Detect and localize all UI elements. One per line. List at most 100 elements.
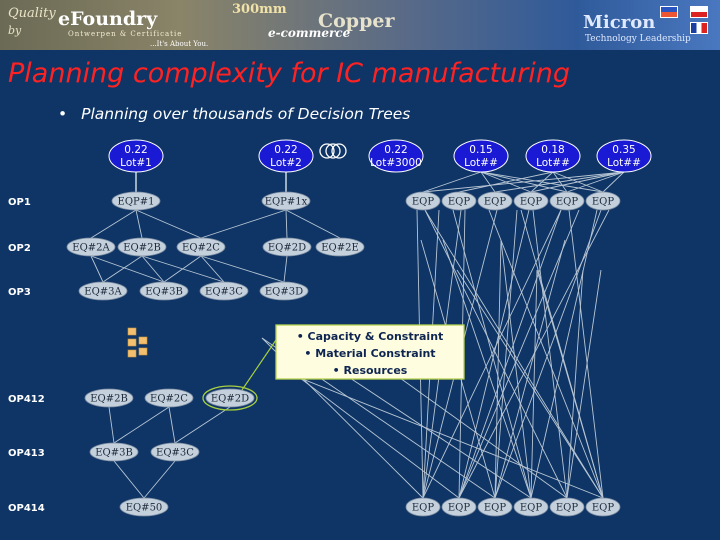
ellipsis-icon [319,143,335,159]
banner-quality-text: Quality [8,6,56,21]
equipment-node: EQ#2D [262,237,312,257]
equipment-node: EQP [477,191,513,211]
lot-node-shape [525,139,581,173]
equipment-node-label: EQ#2D [268,243,306,254]
efoundry-logo: eFoundry [58,8,158,30]
constraint-item: • Capacity & Constraint [297,330,444,343]
equipment-node-label: EQ#2A [72,243,110,254]
equipment-node: EQ#2D [205,388,255,408]
operation-label: OP414 [8,503,45,514]
equipment-node-label: EQ#2B [90,394,128,405]
lot-name: Lot#2 [270,157,302,169]
lot-value: 0.18 [541,144,564,156]
equipment-node: EQP [477,497,513,517]
equipment-node: EQP [549,497,585,517]
ellipsis-icon [138,347,148,356]
equipment-node: EQP#1 [111,191,161,211]
ellipsis-icon [127,338,137,347]
lot-name: Lot#3000 [370,157,422,169]
micron-tagline: Technology Leadership [585,34,691,44]
equipment-node-shape [513,191,549,211]
operation-label: OP3 [8,287,31,298]
equipment-node: EQ#2B [117,237,167,257]
equipment-node-shape [405,497,441,517]
equipment-node-shape [441,191,477,211]
constraints-box [275,324,465,380]
banner-about-text: ...It's About You. [150,40,209,48]
lot-value: 0.15 [469,144,492,156]
equipment-node-label: EQ#3A [84,287,122,298]
equipment-node-shape [150,442,200,462]
ellipsis-icon [325,143,341,159]
equipment-node: EQ#3A [78,281,128,301]
equipment-node-shape [205,388,255,408]
equipment-node-shape [585,497,621,517]
lot-name: Lot## [536,157,570,169]
header-banner: Quality by eFoundry Ontwerpen & Certific… [0,0,720,50]
ecommerce-label: e-commerce [268,26,351,40]
micron-logo: Micron [583,12,656,33]
equipment-node-label: EQ#3B [95,448,133,459]
equipment-node-label: EQP [484,197,506,208]
equipment-node-shape [89,442,139,462]
equipment-node-shape [261,191,311,211]
bullet-point: •Planning over thousands of Decision Tre… [58,105,411,123]
equipment-node-label: EQ#2C [182,243,220,254]
equipment-node-label: EQ#50 [126,503,163,514]
equipment-node-shape [585,191,621,211]
equipment-node-label: EQP [520,503,542,514]
equipment-node-label: EQ#2D [211,394,249,405]
constraint-item: • Resources [333,364,408,377]
equipment-node: EQP [441,497,477,517]
equipment-node-shape [549,191,585,211]
equipment-node-shape [549,497,585,517]
ellipsis-icon [331,143,347,159]
lot-node-shape [258,139,314,173]
equipment-node-shape [315,237,365,257]
ellipsis-icon [138,336,148,345]
lot-name: Lot## [464,157,498,169]
equipment-node: EQP [405,191,441,211]
lot-name: Lot## [607,157,641,169]
equipment-node-label: EQP#1x [265,197,308,208]
equipment-node: EQ#50 [119,497,169,517]
constraint-item: • Material Constraint [304,347,435,360]
equipment-node: EQP [585,497,621,517]
operation-label: OP413 [8,448,45,459]
lot-node-shape [108,139,164,173]
constraints-callout: • Capacity & Constraint • Material Constr… [275,324,465,380]
equipment-node-shape [259,281,309,301]
equipment-node: EQ#3B [139,281,189,301]
equipment-node-shape [117,237,167,257]
equipment-node-label: EQ#3B [145,287,183,298]
equipment-node-label: EQ#2C [150,394,188,405]
equipment-node: EQ#2A [66,237,116,257]
equipment-node-shape [139,281,189,301]
equipment-node-shape [513,497,549,517]
lot-value: 0.22 [124,144,147,156]
equipment-node-shape [144,388,194,408]
equipment-node-label: EQ#3C [205,287,243,298]
equipment-node-label: EQ#3C [156,448,194,459]
equipment-node-shape [405,191,441,211]
equipment-node-label: EQP [592,197,614,208]
highlight-ring [202,385,258,411]
banner-by-text: by [8,24,22,37]
operation-label: OP2 [8,243,31,254]
equipment-node: EQP [513,191,549,211]
equipment-node: EQ#2B [84,388,134,408]
equipment-node: EQ#3D [259,281,309,301]
equipment-node-shape [262,237,312,257]
equipment-node-label: EQP [448,503,470,514]
lot-node-shape [368,139,424,173]
equipment-node: EQ#2C [176,237,226,257]
slide-title: Planning complexity for IC manufacturing [8,58,571,89]
flag-icon [690,6,708,18]
lot-value: 0.35 [612,144,635,156]
equipment-node: EQ#3C [199,281,249,301]
